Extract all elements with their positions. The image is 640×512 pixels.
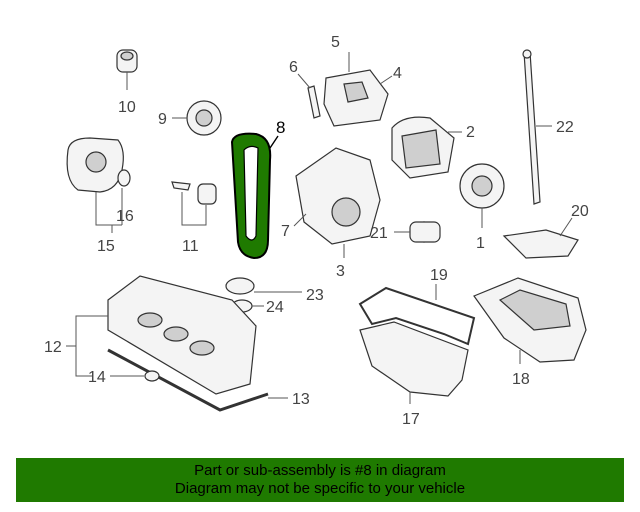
part-info-banner: Part or sub-assembly is #8 in diagram Di… bbox=[16, 458, 624, 502]
part-3-lower-cover[interactable] bbox=[295, 147, 381, 245]
part-14-grommet[interactable] bbox=[144, 370, 160, 382]
part-8-timing-belt[interactable] bbox=[230, 132, 272, 260]
part-19-oil-pan-gasket[interactable] bbox=[358, 286, 476, 346]
callout-6: 6 bbox=[289, 59, 298, 76]
part-21-oil-filter[interactable] bbox=[409, 221, 441, 243]
callout-2: 2 bbox=[466, 124, 475, 141]
part-6-bracket[interactable] bbox=[307, 85, 321, 119]
part-23-oil-cap[interactable] bbox=[225, 277, 255, 295]
callout-24: 24 bbox=[266, 299, 284, 316]
callout-13: 13 bbox=[292, 391, 310, 408]
engine-parts-diagram: 10 9 16 15 11 8 6 5 4 bbox=[44, 34, 589, 428]
part-15-oil-pump[interactable] bbox=[66, 137, 124, 193]
callout-21: 21 bbox=[370, 225, 388, 242]
part-18-oil-pan[interactable] bbox=[473, 277, 587, 363]
part-10-sprocket[interactable] bbox=[116, 49, 138, 73]
callout-1: 1 bbox=[476, 235, 485, 252]
callout-7: 7 bbox=[281, 223, 290, 240]
callout-18: 18 bbox=[512, 371, 530, 388]
callout-20: 20 bbox=[571, 203, 589, 220]
callout-8: 8 bbox=[276, 118, 285, 137]
callout-16: 16 bbox=[116, 208, 134, 225]
part-4-upper-cover[interactable] bbox=[323, 69, 389, 127]
part-17-oil-pan[interactable] bbox=[359, 321, 469, 397]
callout-15: 15 bbox=[97, 238, 115, 255]
part-2-timing-cover[interactable] bbox=[391, 116, 455, 179]
callout-17: 17 bbox=[402, 411, 420, 428]
callout-11: 11 bbox=[182, 238, 199, 255]
callout-14: 14 bbox=[88, 369, 106, 386]
part-22-dipstick[interactable] bbox=[522, 49, 541, 205]
part-13-gasket[interactable] bbox=[107, 348, 269, 412]
part-11-tensioner[interactable] bbox=[171, 181, 217, 205]
callout-19: 19 bbox=[430, 267, 448, 284]
callout-23: 23 bbox=[306, 287, 324, 304]
banner-line-2: Diagram may not be specific to your vehi… bbox=[174, 480, 466, 497]
part-1-crank-pulley[interactable] bbox=[459, 163, 505, 209]
part-9-pulley[interactable] bbox=[186, 100, 222, 136]
part-12-valve-cover[interactable] bbox=[107, 275, 257, 395]
part-20-bracket[interactable] bbox=[502, 229, 579, 259]
callout-5: 5 bbox=[331, 34, 340, 51]
callout-22: 22 bbox=[556, 119, 574, 136]
part-16-seal[interactable] bbox=[117, 169, 131, 187]
banner-line-1: Part or sub-assembly is #8 in diagram bbox=[194, 462, 446, 479]
callout-12: 12 bbox=[44, 339, 62, 356]
callout-4: 4 bbox=[393, 65, 402, 82]
callout-10: 10 bbox=[118, 99, 136, 116]
callout-9: 9 bbox=[158, 111, 167, 128]
callout-3: 3 bbox=[336, 263, 345, 280]
